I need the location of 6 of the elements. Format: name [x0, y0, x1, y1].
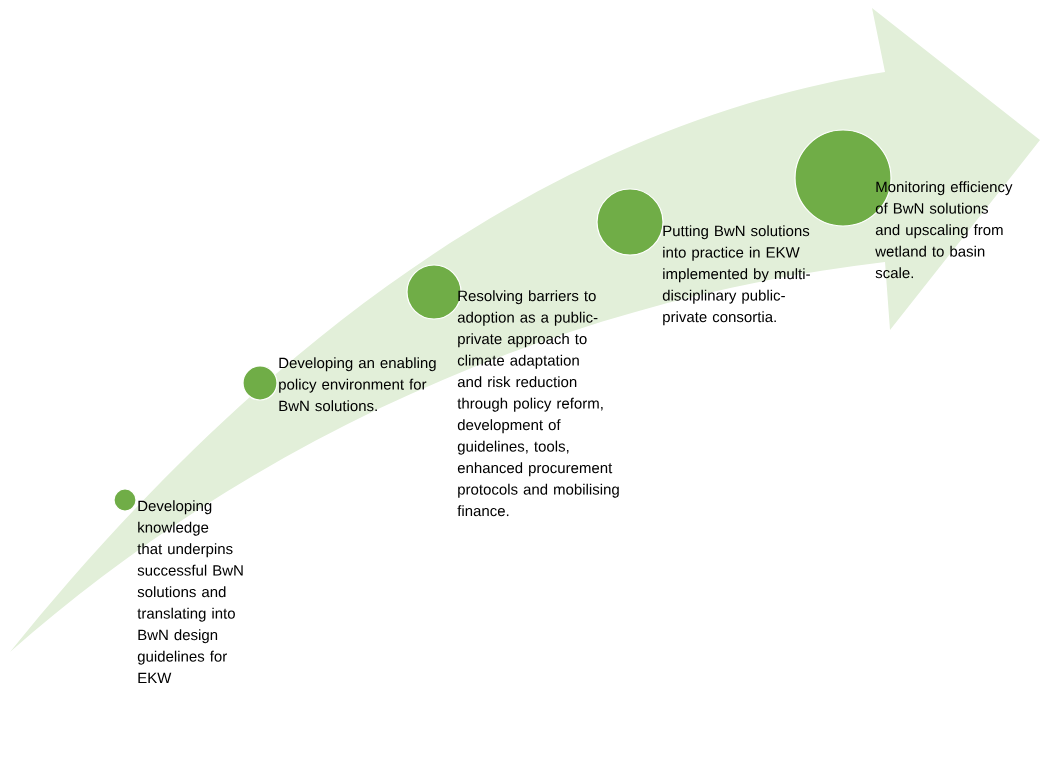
step-text: Putting BwN solutions into practice in EKW implemented by multi-disciplinary public-private consortia.	[662, 225, 810, 326]
step-circle	[242, 365, 278, 401]
step-text: Developing knowledge that underpins successful BwN solutions and translating into BwN design guidelines for EKW	[137, 500, 243, 684]
step-text: Developing an enabling policy environment for BwN solutions.	[279, 357, 436, 412]
step-circle	[596, 188, 664, 256]
step-circle	[113, 488, 137, 512]
